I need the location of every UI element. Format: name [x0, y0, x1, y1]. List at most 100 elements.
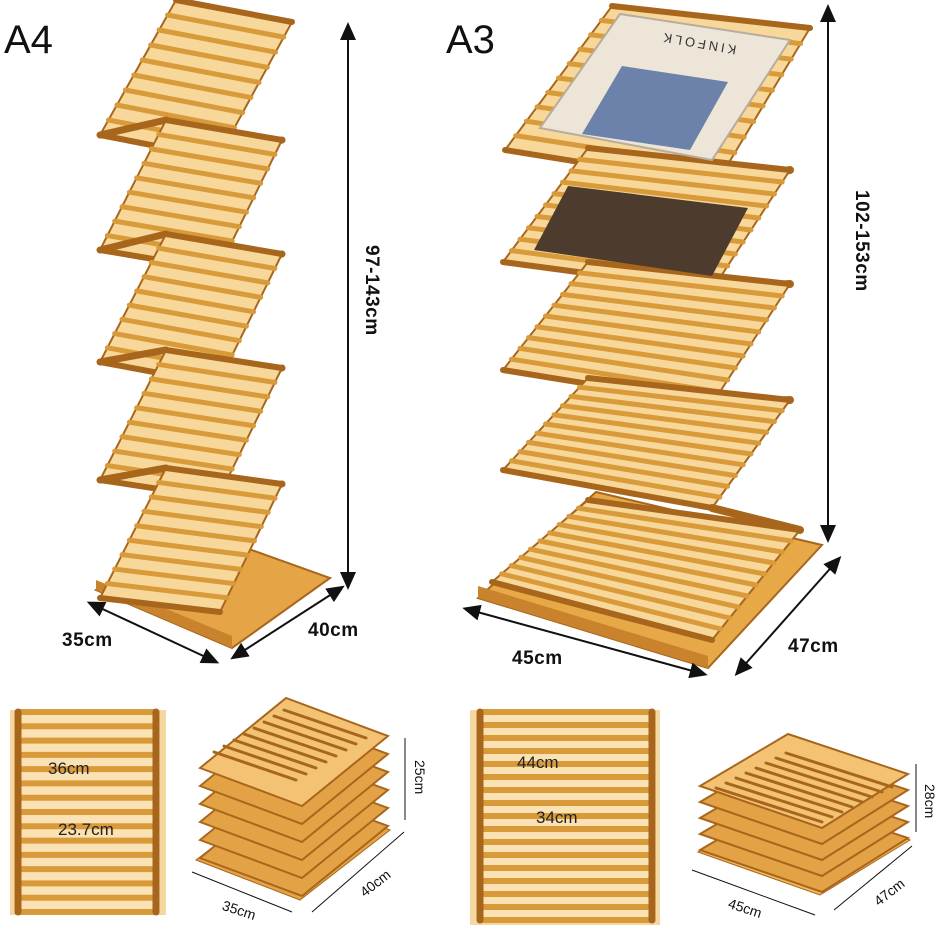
a3-shelf-slat — [568, 168, 777, 197]
a4-hinge-arm — [96, 464, 170, 484]
a3-shelf-slat — [534, 430, 746, 468]
a4-folded-slat — [282, 708, 368, 740]
a4-shelf-length-label: 36cm — [48, 759, 90, 778]
a4-shelf-slat — [112, 448, 235, 472]
a4-folded-slat — [262, 720, 348, 752]
a4-folded-slat — [252, 726, 338, 758]
a4-shelf-slat — [126, 419, 249, 443]
a4-shelf-slat — [119, 434, 242, 458]
a4-shelf-slat — [134, 288, 257, 315]
a3-shelf-slat — [560, 403, 770, 435]
a4-shelf-slat — [165, 12, 287, 40]
a4-shelf-slat — [134, 175, 257, 201]
a4-shelf-slat — [141, 390, 264, 414]
a3-shelf-slat — [517, 449, 731, 489]
a3-title: A3 — [446, 18, 495, 62]
a4-hinge-arm — [96, 116, 170, 139]
a4-shelf-slat — [119, 204, 242, 230]
a3-shelf-slat — [526, 439, 738, 479]
a3-shelf-slat — [551, 302, 762, 335]
a3-folded-slat — [774, 756, 884, 794]
a4-title: A4 — [4, 18, 53, 62]
a3-shelf-slat — [577, 384, 785, 414]
a3-folded-layer — [697, 732, 911, 830]
a4-shelf-slat — [131, 72, 254, 101]
a3-shelf-rail — [609, 3, 813, 31]
a4-folded-slat — [222, 744, 308, 776]
a3-width-label: 47cm — [788, 636, 839, 657]
a4-shelf-slat — [141, 274, 264, 300]
a4-folded-slat — [272, 714, 358, 746]
a3-shelf-slat — [509, 458, 723, 500]
a3-shelf-width-label: 34cm — [536, 808, 578, 827]
a4-shelf-rail — [97, 595, 223, 615]
a4-shelf-slat — [126, 189, 249, 215]
a4-shelf-slat — [126, 537, 251, 558]
a3-shelf-slat — [517, 345, 731, 383]
a3-shelf-slat — [551, 412, 762, 446]
a4-height-label: 97-143cm — [361, 245, 382, 336]
a4-shelf-slat — [148, 376, 271, 400]
a3-shelf-slat — [577, 270, 785, 299]
a4-shelf-slat — [141, 160, 264, 186]
a3-depth-arrow — [462, 604, 708, 679]
a3-shelf-rail — [585, 259, 793, 287]
a4-shelf-slat — [134, 523, 257, 544]
a4-shelf-slat — [148, 146, 271, 172]
a4-shelf-rail — [163, 347, 285, 371]
a3-shelf-rail — [585, 375, 793, 403]
a3-shelf-length-label: 44cm — [517, 753, 559, 772]
a3-folded-slat — [714, 786, 824, 824]
a4-width-label: 40cm — [308, 620, 359, 641]
a4-shelf-slat — [156, 361, 278, 385]
a3-height-label: 102-153cm — [851, 190, 872, 292]
a4-shelf-width-label: 23.7cm — [58, 820, 114, 839]
a4-depth-arrow — [86, 601, 220, 664]
magazine-photo — [582, 66, 728, 150]
a4-hinge-arm — [96, 230, 170, 254]
a3-shelf-slat — [508, 563, 733, 621]
a4-shelf-slat — [139, 57, 262, 85]
a4-shelf-slat — [148, 42, 270, 70]
a3-shelf-slat — [577, 156, 785, 185]
a4-shelf-slat — [112, 331, 235, 358]
a3-shelf-rail — [585, 497, 803, 533]
a3-folded-slat — [784, 751, 894, 789]
a4-shelf-slat — [156, 27, 279, 55]
a4-shelf-slat — [119, 552, 244, 572]
a4-folded-slat — [242, 732, 328, 764]
a3-shelf-slat — [566, 513, 785, 555]
a4-shelf-slat — [156, 131, 278, 157]
a3-shelf-slat — [560, 291, 770, 323]
a4-shelf-slat — [148, 494, 271, 515]
a4-shelf-slat — [156, 245, 278, 271]
a3-folded-slat — [764, 761, 874, 799]
a4-shelf-slat — [126, 302, 249, 329]
a3-shelf-slat — [547, 530, 768, 577]
a3-shelf-slat — [518, 554, 741, 610]
a3-folded-height-label: 28cm — [922, 784, 938, 819]
a4-folded-arrows — [191, 738, 406, 913]
a3-shelf-slat — [537, 538, 759, 588]
a4-shelf-slat — [114, 102, 237, 131]
a3-shelf-slat — [575, 505, 794, 544]
a4-depth-label: 35cm — [62, 630, 113, 651]
a3-shelf-slat — [543, 421, 754, 457]
a3-shelf-slat — [543, 313, 754, 347]
a4-width-arrow — [230, 585, 345, 660]
a4-shelf-slat — [156, 479, 278, 501]
a4-shelf-slat — [119, 316, 242, 344]
a3-shelf-slat — [568, 281, 777, 311]
a3-folded-arrows — [691, 764, 917, 916]
a3-shelf-slat — [556, 522, 777, 566]
a3-shelf-slat — [560, 179, 770, 209]
a3-shelf-slat — [568, 393, 777, 425]
a3-shelf-slat — [499, 571, 724, 632]
a3-shelf-rail — [500, 467, 715, 511]
a3-shelf-rail — [585, 145, 793, 173]
a4-shelf-rail — [163, 465, 285, 487]
a4-folded-slat — [212, 750, 298, 782]
a3-folded-slat — [744, 771, 854, 809]
a4-shelf-slat — [112, 218, 235, 244]
